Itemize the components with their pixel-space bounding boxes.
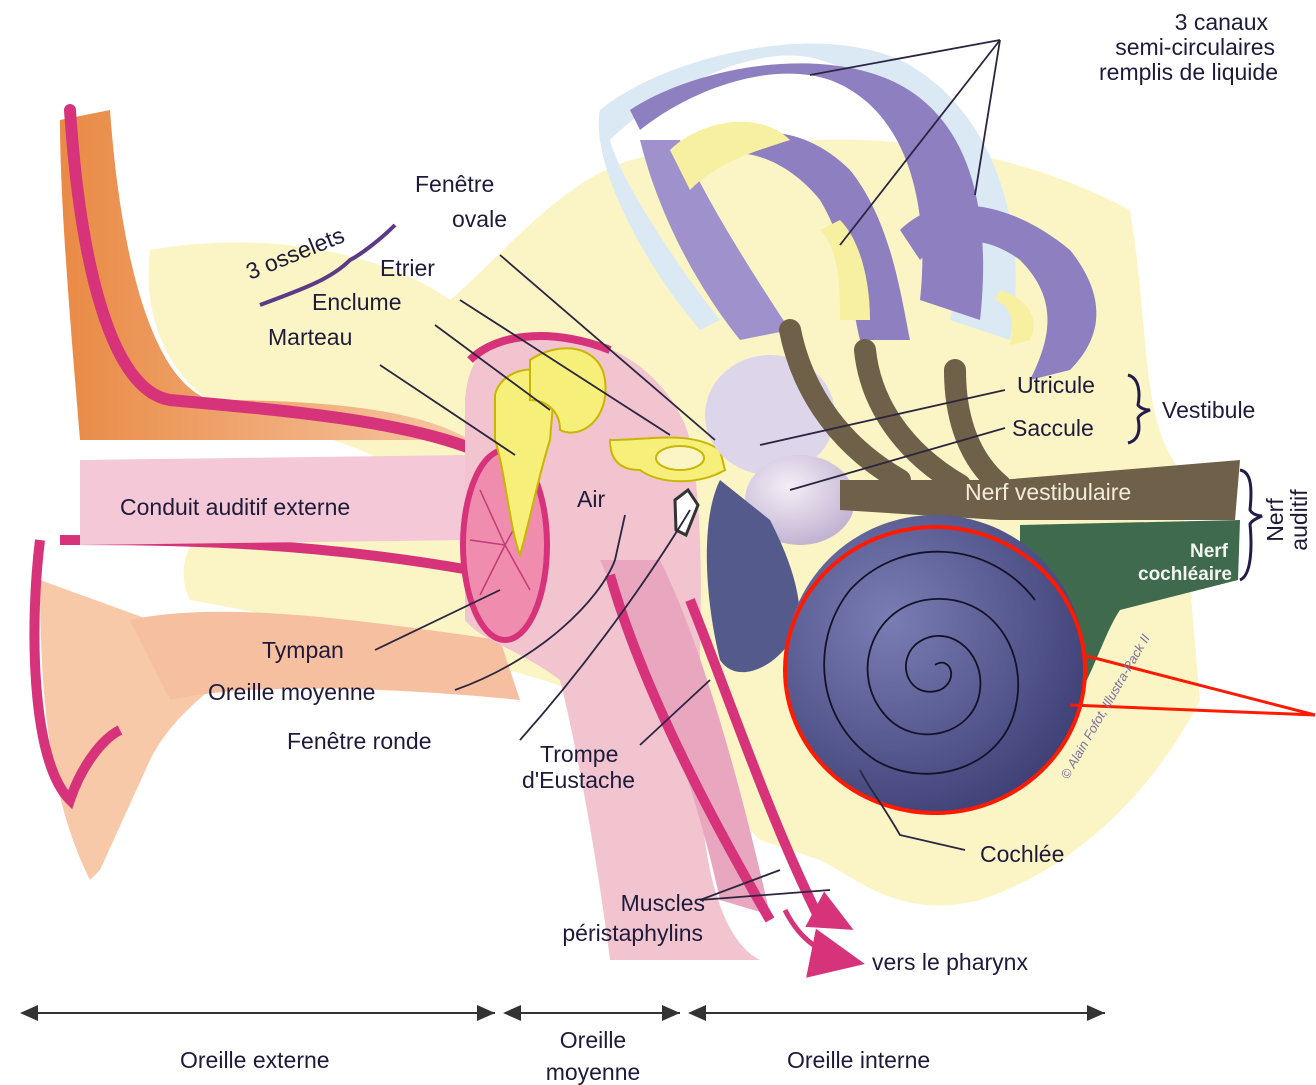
nerf-auditif-label-line2: auditif: [1286, 489, 1312, 551]
muscles-label-line1: Muscles: [621, 890, 705, 916]
canaux-label-line1: 3 canaux: [1175, 9, 1269, 35]
nerf-cochleaire-label-line1: Nerf: [1190, 541, 1229, 562]
utricule-label: Utricule: [1017, 372, 1095, 398]
oreille-moyenne-inline-label: Oreille moyenne: [208, 679, 375, 705]
oreille-externe-region-label: Oreille externe: [180, 1047, 330, 1073]
auditory-nerve-brace: [1240, 470, 1262, 580]
oreille-interne-region-label: Oreille interne: [787, 1047, 930, 1073]
nerf-cochleaire-label-line2: cochléaire: [1138, 564, 1232, 585]
air-label: Air: [577, 486, 605, 512]
marteau-label: Marteau: [268, 324, 352, 350]
canaux-label-line3: remplis de liquide: [1099, 59, 1278, 85]
tympan-label: Tympan: [262, 637, 344, 663]
fenetre-ovale-label-line2: ovale: [452, 206, 507, 232]
muscles-label-line2: péristaphylins: [562, 920, 703, 946]
fenetre-ronde-label: Fenêtre ronde: [287, 728, 431, 754]
saccule-label: Saccule: [1012, 415, 1094, 441]
conduit-label: Conduit auditif externe: [120, 494, 350, 520]
fenetre-ovale-label-line1: Fenêtre: [415, 171, 494, 197]
pharynx-label: vers le pharynx: [872, 949, 1028, 975]
canaux-label-line2: semi-circulaires: [1115, 34, 1275, 60]
pharynx-arrow-2: [825, 900, 850, 928]
oreille-moyenne-region-label-line1: Oreille: [560, 1027, 626, 1053]
trompe-label-line2: d'Eustache: [522, 767, 635, 793]
oreille-moyenne-region-label-line2: moyenne: [546, 1059, 641, 1085]
nerf-auditif-label-line1: Nerf: [1262, 498, 1288, 542]
enclume-label: Enclume: [312, 289, 401, 315]
nerf-vestibulaire-label: Nerf vestibulaire: [965, 479, 1131, 505]
trompe-label-line1: Trompe: [540, 741, 618, 767]
cochlee-label: Cochlée: [980, 841, 1064, 867]
vestibule-label: Vestibule: [1162, 397, 1255, 423]
etrier-label: Etrier: [380, 255, 435, 281]
